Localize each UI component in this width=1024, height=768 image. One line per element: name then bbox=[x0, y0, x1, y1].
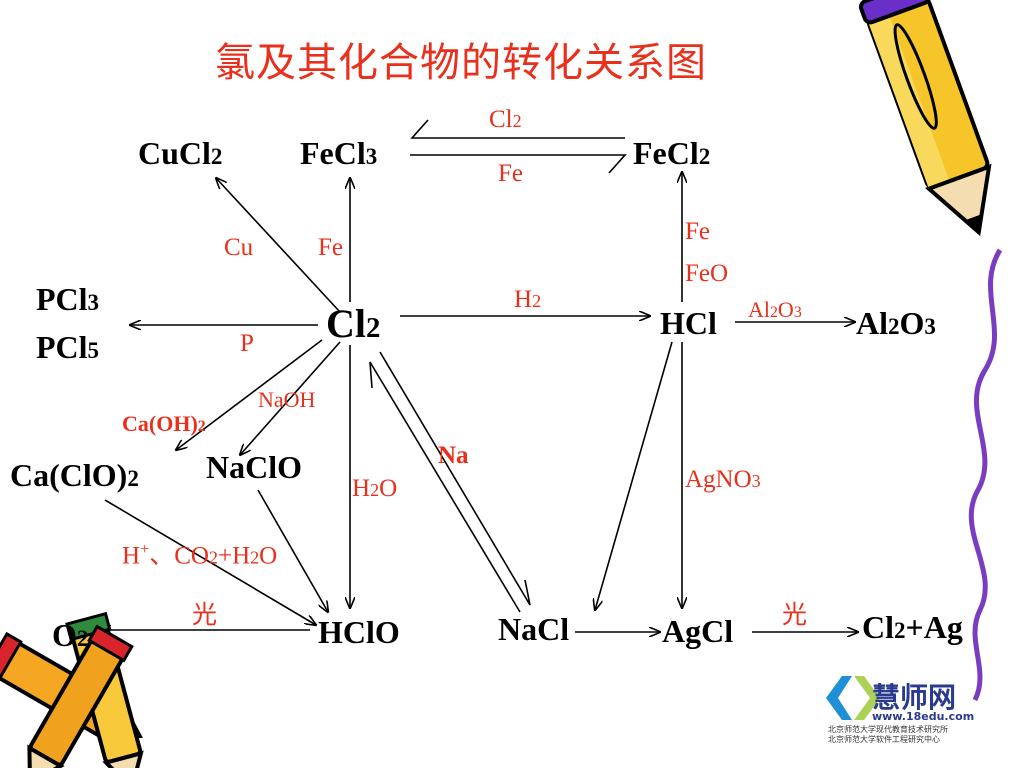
node-o2: O2 bbox=[52, 617, 89, 653]
arrow-cl2-caclo2 bbox=[176, 339, 323, 450]
label-fe-left: Fe bbox=[318, 234, 343, 261]
node-al2o3: Al2O3 bbox=[856, 305, 936, 341]
label-caoh2: Ca(OH)2 bbox=[122, 411, 206, 436]
node-fecl3: FeCl3 bbox=[300, 135, 378, 171]
arrow-hcl-nacl bbox=[595, 341, 673, 610]
page-title: 氯及其化合物的转化关系图 bbox=[215, 40, 707, 86]
node-nacl: NaCl bbox=[498, 611, 570, 647]
label-fe-top: Fe bbox=[498, 160, 523, 187]
logo-org-2: 北京师范大学软件工程研究中心 bbox=[828, 735, 940, 744]
label-na: Na bbox=[438, 442, 469, 469]
node-fecl2: FeCl2 bbox=[633, 135, 711, 171]
arrow-cl2-cucl2 bbox=[216, 178, 341, 313]
label-feo: FeO bbox=[685, 260, 729, 287]
node-agcl: AgCl bbox=[662, 613, 734, 649]
label-h2: H2 bbox=[514, 286, 542, 313]
label-fe-right: Fe bbox=[685, 218, 710, 245]
arrow-cl2-naclo bbox=[240, 341, 341, 455]
label-cu: Cu bbox=[224, 234, 254, 261]
arrow-caclo2-hclo bbox=[104, 499, 316, 625]
pencils-bottom-left-icon bbox=[0, 611, 144, 768]
node-pcl5: PCl5 bbox=[36, 329, 100, 365]
label-p: P bbox=[240, 330, 254, 357]
logo-mark-icon bbox=[826, 676, 880, 720]
node-cl2-ag: Cl2+Ag bbox=[862, 609, 963, 645]
node-cucl2: CuCl2 bbox=[138, 135, 223, 171]
arrow-nacl-cl2-up bbox=[369, 361, 521, 613]
arrow-cl2-nacl-down bbox=[379, 351, 531, 606]
node-cl2: Cl2 bbox=[326, 301, 381, 346]
arrow-naclo-hclo bbox=[257, 489, 328, 612]
label-h2o: H2O bbox=[352, 475, 398, 502]
logo-url: www.18edu.com bbox=[872, 710, 975, 723]
pencil-top-right-icon bbox=[858, 0, 992, 237]
node-hcl: HCl bbox=[660, 305, 717, 341]
label-naoh: NaOH bbox=[258, 387, 316, 412]
arrow-fecl3-fecl2-bottom bbox=[410, 154, 627, 174]
arrow-fecl3-fecl2-top bbox=[410, 119, 625, 139]
node-pcl3: PCl3 bbox=[36, 281, 100, 317]
label-acid-co2-h2o: H+、CO2+H2O bbox=[122, 540, 278, 570]
label-light-right: 光 bbox=[782, 602, 808, 629]
label-cl2-top: Cl2 bbox=[489, 106, 522, 133]
wavy-border-decoration bbox=[968, 248, 1003, 702]
label-al2o3-arrow: Al2O3 bbox=[748, 297, 802, 322]
logo-org-1: 北京师范大学现代教育技术研究所 bbox=[828, 725, 948, 734]
node-caclo2: Ca(ClO)2 bbox=[10, 457, 139, 493]
node-hclo: HClO bbox=[318, 614, 400, 650]
logo-name: 慧师网 bbox=[872, 681, 957, 714]
label-light-left: 光 bbox=[192, 602, 218, 629]
label-agno3: AgNO3 bbox=[685, 466, 761, 493]
node-naclo: NaClO bbox=[206, 449, 302, 485]
